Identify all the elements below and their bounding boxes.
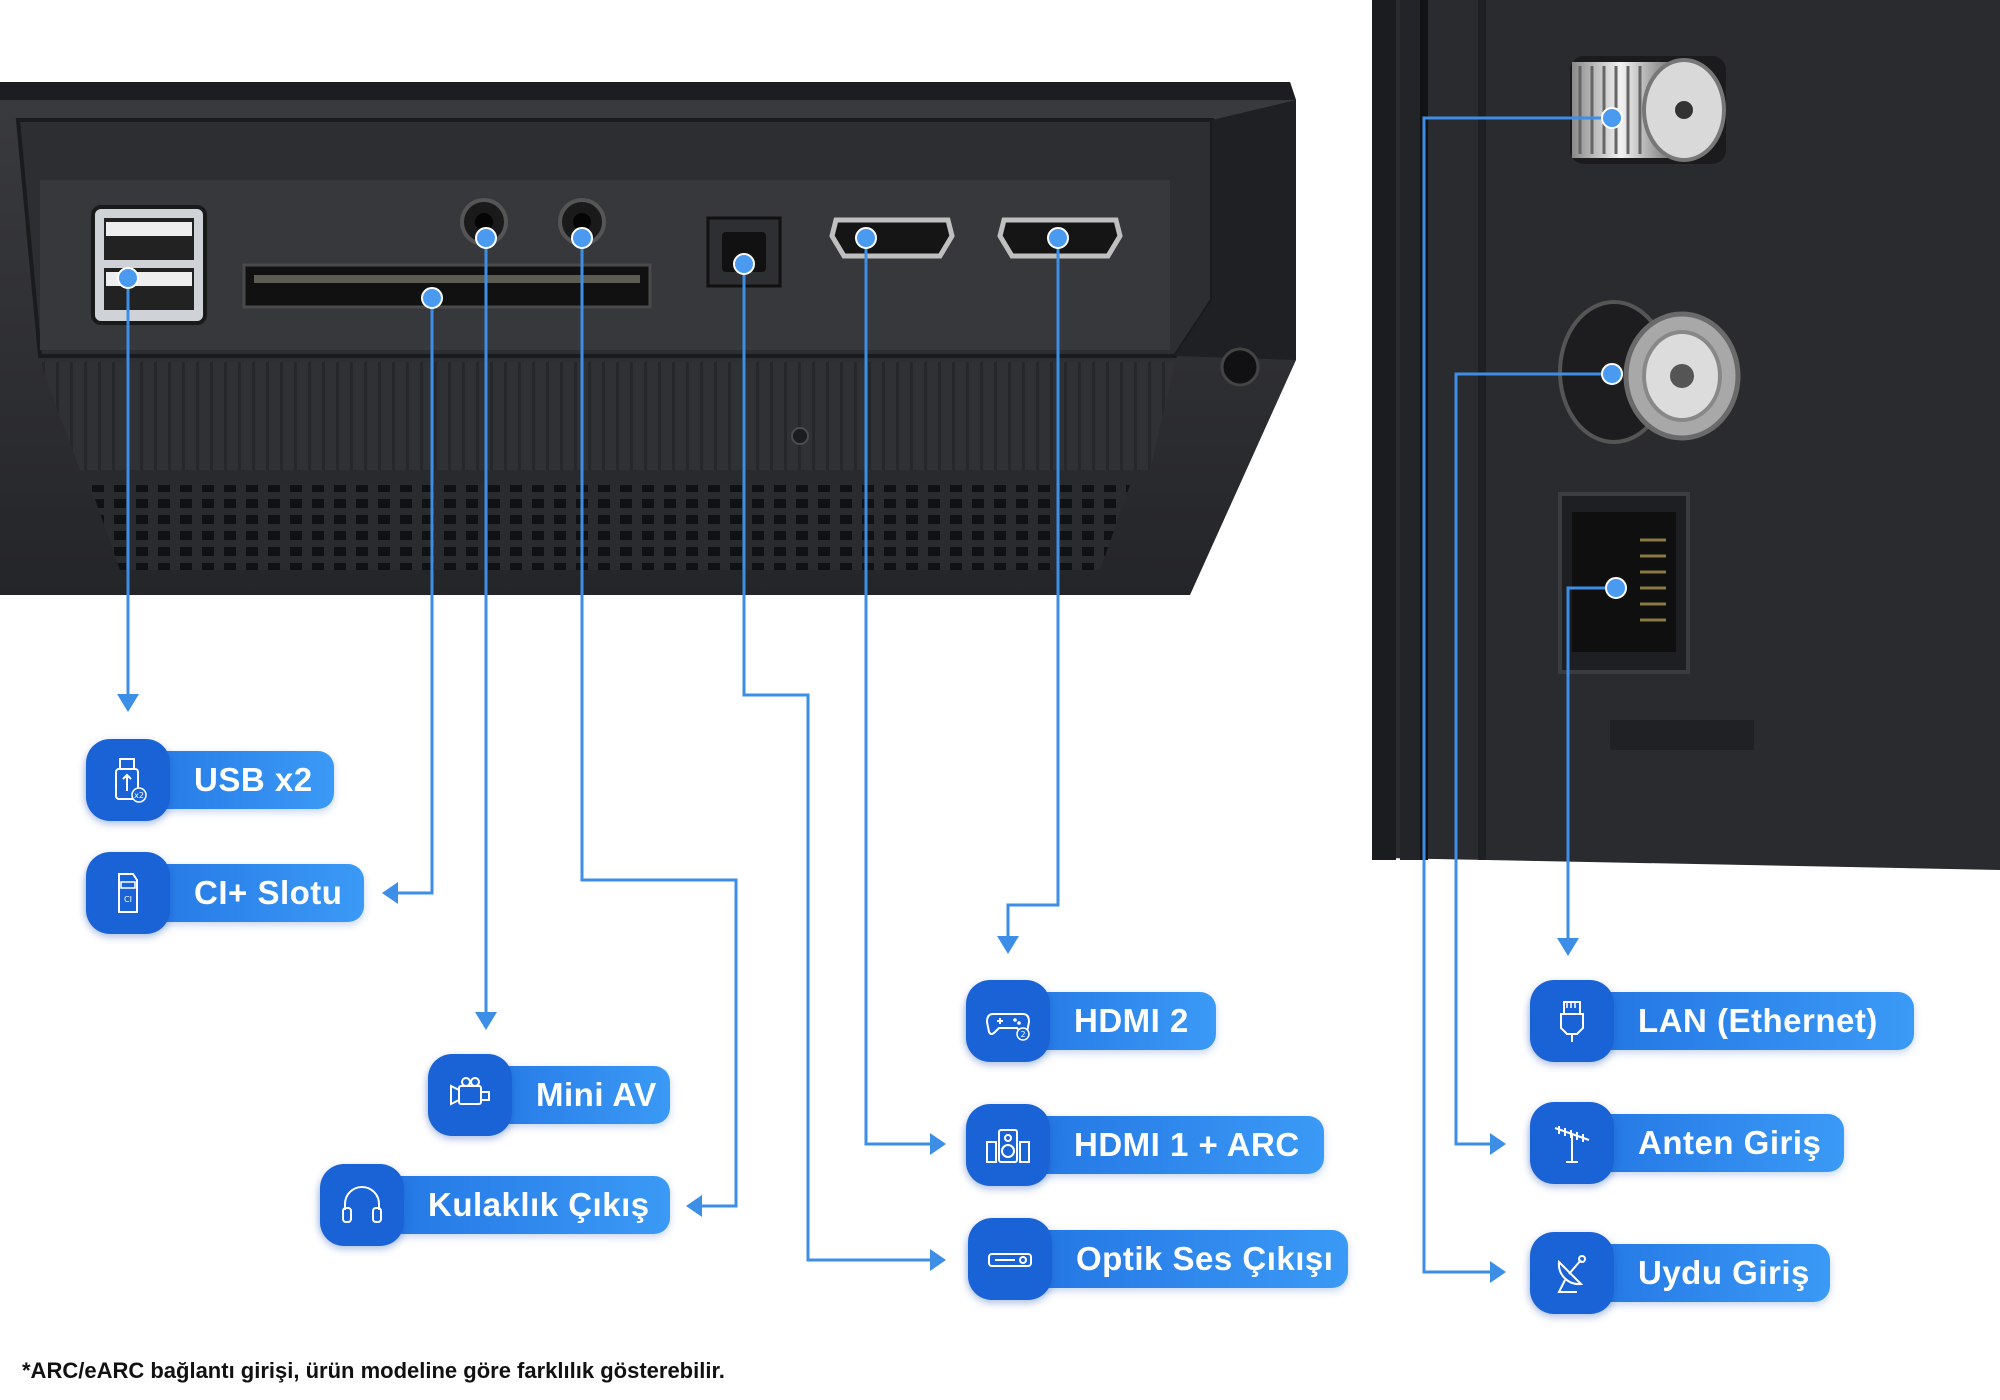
ci-slot-label: CI+ Slotu (194, 874, 343, 911)
ci-card-icon: CI (86, 852, 170, 934)
headphone-label: Kulaklık Çıkış (428, 1186, 650, 1223)
lan-label: LAN (Ethernet) (1638, 1002, 1878, 1039)
line-optical (742, 264, 934, 1262)
mini-av-label: Mini AV (536, 1076, 657, 1113)
hdmi1-arc-label: HDMI 1 + ARC (1074, 1126, 1300, 1163)
optical-label: Optik Ses Çıkışı (1076, 1240, 1334, 1277)
footnote: *ARC/eARC bağlantı girişi, ürün modeline… (22, 1358, 725, 1383)
tv-rear-panel-illustration (0, 82, 1296, 595)
hdmi1-arc-badge: HDMI 1 + ARC (966, 1104, 1324, 1186)
mini-av-badge: Mini AV (428, 1054, 670, 1136)
connector-lines (126, 116, 1616, 1274)
tv-side-panel-illustration (1372, 0, 2000, 870)
line-satellite (1422, 116, 1612, 1274)
gamepad-icon: 2 (966, 980, 1050, 1062)
antenna-icon (1530, 1102, 1614, 1184)
connector-dots (117, 107, 1627, 599)
antenna-badge: Anten Giriş (1530, 1102, 1844, 1184)
headphone-badge: Kulaklık Çıkış (320, 1164, 670, 1246)
satellite-dish-icon (1530, 1232, 1614, 1314)
video-camera-icon (428, 1054, 512, 1136)
line-hdmi2 (1006, 238, 1060, 942)
antenna-label: Anten Giriş (1638, 1124, 1822, 1161)
ethernet-plug-icon (1530, 980, 1614, 1062)
usb-stick-icon: x2 (86, 739, 170, 821)
line-antenna (1454, 372, 1612, 1146)
connector-arrows (117, 694, 1579, 1283)
lan-badge: LAN (Ethernet) (1530, 980, 1914, 1062)
line-lan (1566, 586, 1616, 944)
svg-text:CI: CI (124, 895, 132, 904)
usb-badge: x2 USB x2 (86, 739, 334, 821)
svg-text:2: 2 (1020, 1030, 1025, 1039)
satellite-label: Uydu Giriş (1638, 1254, 1810, 1291)
usb-label: USB x2 (194, 761, 313, 798)
line-hdmi1 (864, 238, 934, 1146)
soundbar-icon (968, 1218, 1052, 1300)
speaker-system-icon (966, 1104, 1050, 1186)
optical-badge: Optik Ses Çıkışı (968, 1218, 1348, 1300)
headphones-icon (320, 1164, 404, 1246)
hdmi2-badge: 2 HDMI 2 (966, 980, 1216, 1062)
line-ci (392, 298, 434, 895)
line-headphone (580, 238, 738, 1208)
hdmi2-label: HDMI 2 (1074, 1002, 1189, 1039)
satellite-badge: Uydu Giriş (1530, 1232, 1830, 1314)
svg-text:x2: x2 (134, 791, 144, 800)
ci-slot-badge: CI CI+ Slotu (86, 852, 364, 934)
